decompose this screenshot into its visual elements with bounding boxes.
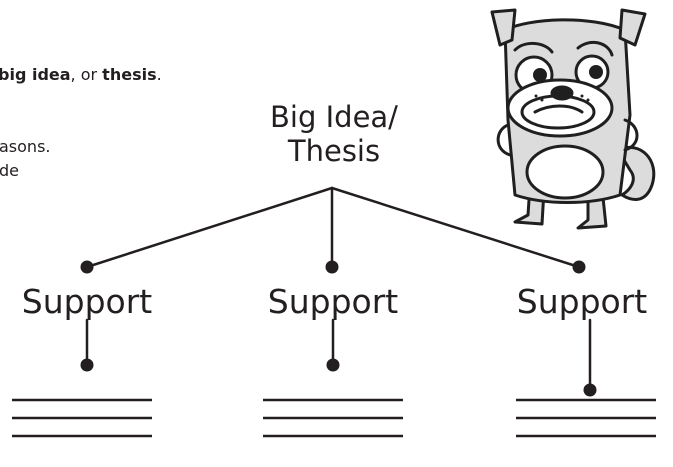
- right-ear: [618, 8, 647, 47]
- right-brow: [576, 40, 614, 57]
- belly-patch: [525, 144, 605, 200]
- left-brow: [513, 42, 554, 54]
- leaf-dot-left: [80, 358, 94, 372]
- intro-connector: , or: [70, 65, 103, 84]
- node-dot-left: [80, 260, 94, 274]
- term-thesis: thesis: [102, 65, 157, 84]
- right-arm: [623, 118, 639, 152]
- left-arm: [496, 123, 512, 157]
- whisker-dot: [586, 98, 590, 102]
- dog-mascot-illustration: [490, 8, 656, 230]
- root-label-line-2: Thesis: [287, 134, 381, 168]
- leaf-dot-right: [583, 383, 597, 397]
- support-label-1: Support: [21, 282, 153, 321]
- whisker-dot: [580, 94, 584, 98]
- tail-shape: [616, 146, 656, 201]
- support-label-2: Support: [267, 282, 399, 321]
- intro-line-1: big idea, or thesis.: [0, 64, 162, 86]
- intro-line-2: asons.: [0, 137, 51, 156]
- term-big-idea: big idea: [0, 65, 71, 84]
- whisker-dot: [540, 98, 544, 102]
- node-dot-right: [572, 260, 586, 274]
- right-pupil: [589, 65, 603, 79]
- leaf-dot-center: [326, 358, 340, 372]
- nose: [550, 85, 574, 101]
- support-label-3: Support: [516, 282, 648, 321]
- node-dot-center: [325, 260, 339, 274]
- left-ear: [490, 8, 517, 47]
- root-label: Big Idea/ Thesis: [246, 100, 422, 168]
- mouth-line: [533, 104, 584, 114]
- whisker-dot: [534, 94, 538, 98]
- intro-period: .: [156, 65, 162, 84]
- left-pupil: [533, 68, 547, 82]
- branch-left: [85, 186, 334, 269]
- intro-line-3: de: [0, 161, 19, 180]
- branch-right: [330, 186, 581, 269]
- root-label-line-1: Big Idea/: [270, 100, 398, 134]
